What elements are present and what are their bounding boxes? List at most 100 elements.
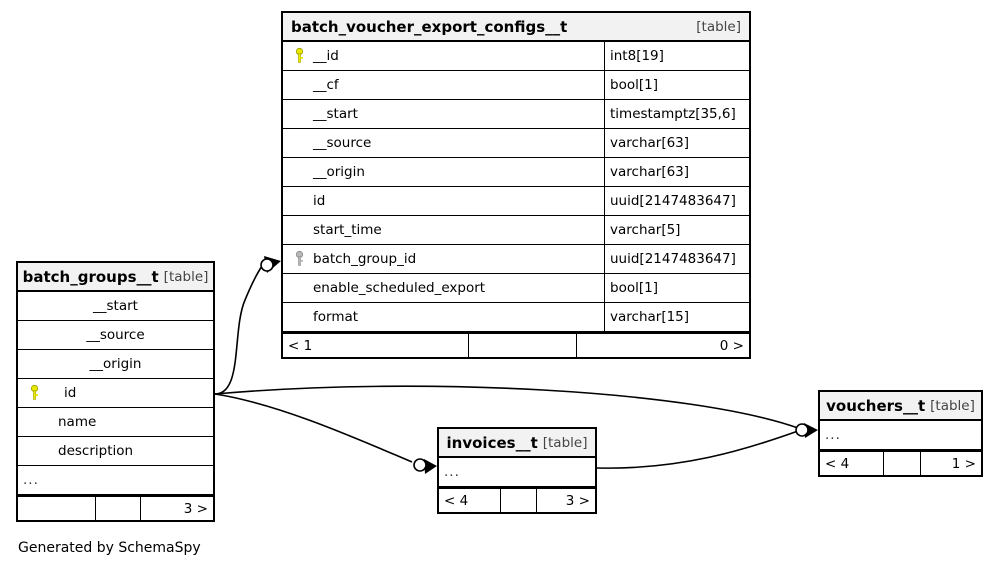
column-name: enable_scheduled_export (313, 280, 486, 296)
table-row[interactable]: __source varchar[63] (283, 129, 749, 158)
table-row[interactable]: enable_scheduled_export bool[1] (283, 274, 749, 303)
column-name-cell: batch_group_id (283, 245, 604, 273)
column-name-cell: __cf (283, 71, 604, 99)
table-title: batch_voucher_export_configs__t (291, 17, 568, 36)
edge-marker-configs (260, 258, 274, 272)
table-batch-groups[interactable]: batch_groups__t [table] __start __source… (16, 261, 215, 522)
footer-middle (96, 497, 141, 520)
table-type-tag: [table] (163, 268, 209, 285)
column-type: uuid[2147483647] (604, 245, 749, 273)
column-name-cell: enable_scheduled_export (283, 274, 604, 302)
column-name: __origin (89, 356, 142, 372)
column-name: start_time (313, 222, 382, 238)
edge-batch-groups-to-vouchers (214, 385, 799, 429)
footer-child-count: 3 > (565, 492, 590, 509)
table-row[interactable]: __start (18, 292, 213, 321)
column-name-cell: __origin (283, 158, 604, 186)
arrowhead-invoices (424, 459, 437, 474)
column-type: bool[1] (604, 71, 749, 99)
table-row[interactable]: __cf bool[1] (283, 71, 749, 100)
column-type: bool[1] (604, 274, 749, 302)
column-type: uuid[2147483647] (604, 187, 749, 215)
column-name-cell: format (283, 303, 604, 331)
edge-batch-groups-to-configs (214, 265, 263, 395)
column-type: timestamptz[35,6] (604, 100, 749, 128)
more-columns-indicator: ... (444, 464, 460, 480)
column-name: __id (313, 48, 339, 64)
table-row-more[interactable]: ... (439, 458, 595, 487)
table-header: vouchers__t [table] (820, 392, 981, 421)
edge-marker-invoices (413, 458, 427, 472)
column-type: int8[19] (604, 42, 749, 70)
table-footer: < 1 0 > (283, 332, 749, 357)
table-row[interactable]: description (18, 437, 213, 466)
column-name-cell: name (18, 408, 213, 436)
footer-parent-count: < 1 (283, 334, 470, 357)
column-name: id (64, 385, 77, 401)
table-type-tag: [table] (696, 18, 741, 35)
column-name-cell: id (283, 187, 604, 215)
more-columns-indicator: ... (825, 427, 841, 443)
footer-child-count: 3 > (183, 500, 208, 517)
table-row[interactable]: format varchar[15] (283, 303, 749, 332)
table-row[interactable]: __start timestamptz[35,6] (283, 100, 749, 129)
table-header: batch_voucher_export_configs__t [table] (283, 13, 749, 42)
table-footer: < 4 1 > (820, 450, 981, 475)
column-name-cell: __source (18, 321, 213, 349)
footer-middle (469, 334, 577, 357)
table-header: invoices__t [table] (439, 429, 595, 458)
column-name: batch_group_id (313, 251, 417, 267)
table-title: invoices__t (446, 433, 538, 452)
column-name: __start (93, 298, 138, 314)
arrowhead-configs (264, 256, 281, 273)
table-type-tag: [table] (930, 397, 975, 414)
footer-middle (884, 452, 922, 475)
table-batch-voucher-export-configs[interactable]: batch_voucher_export_configs__t [table] … (281, 11, 751, 359)
primary-key-icon (289, 48, 309, 64)
table-row[interactable]: __origin (18, 350, 213, 379)
table-header: batch_groups__t [table] (18, 263, 213, 292)
table-invoices[interactable]: invoices__t [table] ... < 4 3 > (437, 427, 597, 514)
edge-invoices-to-vouchers (596, 430, 799, 469)
table-row[interactable]: batch_group_id uuid[2147483647] (283, 245, 749, 274)
table-footer: 3 > (18, 495, 213, 520)
more-columns-indicator: ... (23, 472, 39, 488)
table-row[interactable]: start_time varchar[5] (283, 216, 749, 245)
table-row[interactable]: __source (18, 321, 213, 350)
edge-marker-vouchers (795, 423, 809, 437)
column-name: __origin (313, 164, 365, 180)
column-type: varchar[63] (604, 129, 749, 157)
column-name-cell: __id (283, 42, 604, 70)
footer-child-count: 1 > (951, 455, 976, 472)
column-name-cell: __origin (18, 350, 213, 378)
table-title: vouchers__t (826, 396, 926, 415)
column-name: __cf (313, 77, 339, 93)
column-name: description (58, 443, 134, 459)
footer-parent-count: < 4 (439, 489, 502, 512)
column-name-cell: __start (18, 292, 213, 320)
table-row[interactable]: __id int8[19] (283, 42, 749, 71)
table-row-more[interactable]: ... (18, 466, 213, 495)
footer-parent-count (18, 497, 96, 520)
table-row[interactable]: id uuid[2147483647] (283, 187, 749, 216)
generated-by-caption: Generated by SchemaSpy (18, 540, 201, 556)
column-name: name (58, 414, 97, 430)
column-name: id (313, 193, 326, 209)
table-footer: < 4 3 > (439, 487, 595, 512)
table-row-more[interactable]: ... (820, 421, 981, 450)
foreign-key-icon (289, 251, 309, 267)
column-type: varchar[5] (604, 216, 749, 244)
table-row[interactable]: name (18, 408, 213, 437)
table-vouchers[interactable]: vouchers__t [table] ... < 4 1 > (818, 390, 983, 477)
table-row[interactable]: id (18, 379, 213, 408)
column-type: varchar[63] (604, 158, 749, 186)
table-row[interactable]: __origin varchar[63] (283, 158, 749, 187)
footer-child-count: 0 > (719, 337, 744, 354)
footer-parent-count: < 4 (820, 452, 885, 475)
primary-key-icon (24, 385, 44, 401)
footer-middle (501, 489, 538, 512)
column-name-cell: __source (283, 129, 604, 157)
column-name-cell: description (18, 437, 213, 465)
column-type: varchar[15] (604, 303, 749, 331)
